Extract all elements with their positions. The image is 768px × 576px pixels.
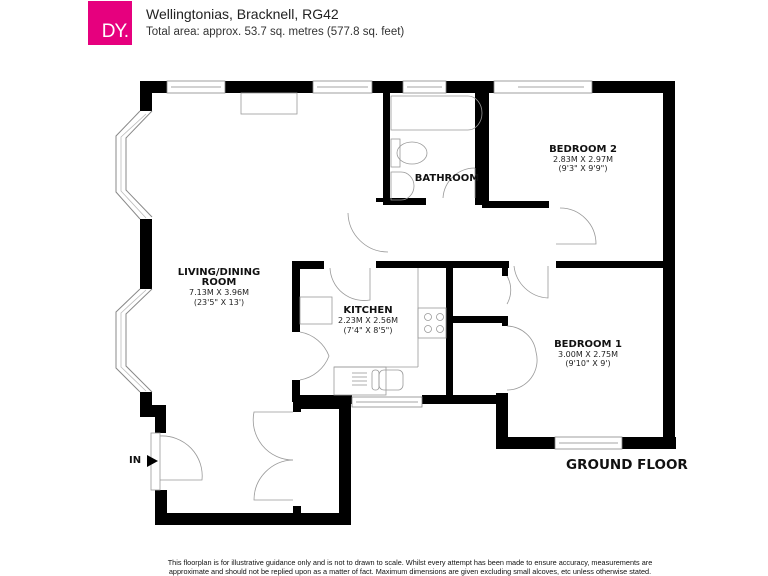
svg-text:BEDROOM 1: BEDROOM 1 [554, 339, 622, 350]
svg-text:3.00M X 2.75M: 3.00M X 2.75M [558, 350, 618, 359]
svg-text:(9'10" X 9'): (9'10" X 9') [565, 359, 610, 368]
room-kitchen: KITCHEN 2.23M X 2.56M (7'4" X 8'5") [338, 305, 398, 335]
disclaimer: This floorplan is for illustrative guida… [150, 558, 670, 576]
floor-label: GROUND FLOOR [566, 457, 688, 473]
room-bedroom-1: BEDROOM 1 3.00M X 2.75M (9'10" X 9') [554, 339, 622, 368]
room-bedroom-2: BEDROOM 2 2.83M X 2.97M (9'3" X 9'9") [549, 144, 617, 173]
logo-text: DY. [101, 21, 129, 42]
svg-text:BEDROOM 2: BEDROOM 2 [549, 144, 617, 155]
room-living-dining: LIVING/DINING ROOM 7.13M X 3.96M (23'5" … [178, 267, 260, 307]
svg-text:2.83M X 2.97M: 2.83M X 2.97M [553, 155, 613, 164]
walls [140, 81, 676, 525]
svg-text:(9'3" X 9'9"): (9'3" X 9'9") [559, 164, 608, 173]
entrance-arrow-icon [147, 455, 158, 467]
svg-text:ROOM: ROOM [202, 277, 237, 288]
windows [115, 80, 623, 450]
entrance-label: IN [129, 455, 142, 466]
disclaimer-line-1: This floorplan is for illustrative guida… [167, 558, 653, 567]
brand-logo: DY. [88, 1, 132, 45]
disclaimer-line-2: approximate and should not be replied up… [168, 567, 652, 576]
svg-text:BATHROOM: BATHROOM [415, 173, 479, 184]
svg-text:7.13M X 3.96M: 7.13M X 3.96M [189, 288, 249, 297]
svg-text:(23'5" X 13'): (23'5" X 13') [194, 298, 244, 307]
svg-text:LIVING/DINING: LIVING/DINING [178, 267, 260, 278]
total-area: Total area: approx. 53.7 sq. metres (577… [146, 26, 405, 38]
svg-text:2.23M X 2.56M: 2.23M X 2.56M [338, 316, 398, 325]
property-title: Wellingtonias, Bracknell, RG42 [146, 6, 339, 22]
svg-text:(7'4" X 8'5"): (7'4" X 8'5") [344, 326, 393, 335]
room-bathroom: BATHROOM [415, 173, 479, 184]
svg-text:KITCHEN: KITCHEN [343, 305, 392, 316]
